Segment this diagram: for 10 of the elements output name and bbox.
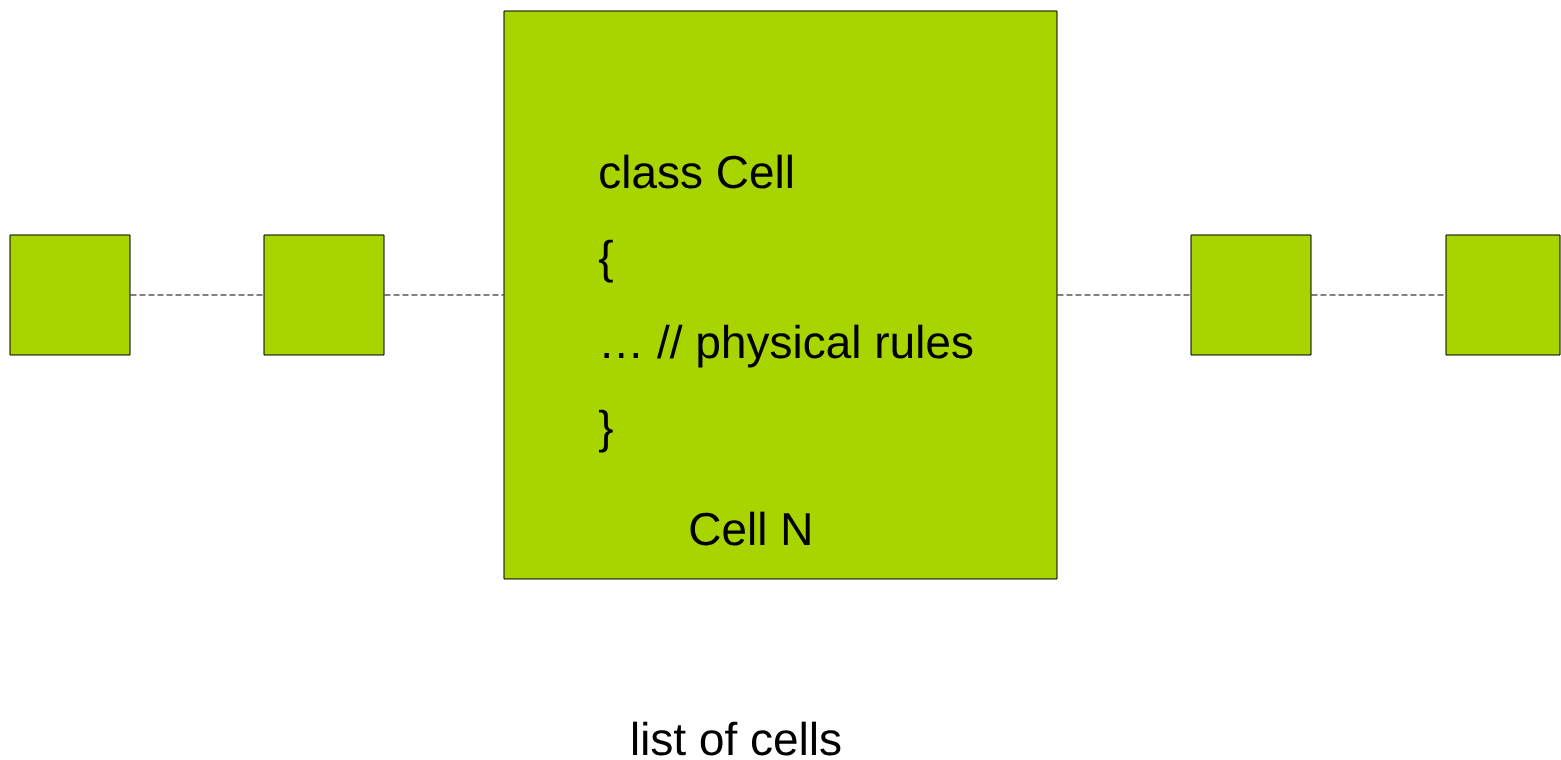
cell-box: class Cell { … // physical rules } Cell N bbox=[503, 10, 1058, 580]
caption-text: list of cells bbox=[633, 721, 841, 756]
connector-line bbox=[130, 294, 264, 296]
connector-line bbox=[1311, 294, 1446, 296]
cell-square bbox=[9, 234, 131, 356]
cell-square bbox=[1190, 234, 1312, 356]
connector-line bbox=[1057, 294, 1191, 296]
cell-square bbox=[1445, 234, 1561, 356]
cell-square bbox=[263, 234, 385, 356]
connector-line bbox=[384, 294, 504, 296]
